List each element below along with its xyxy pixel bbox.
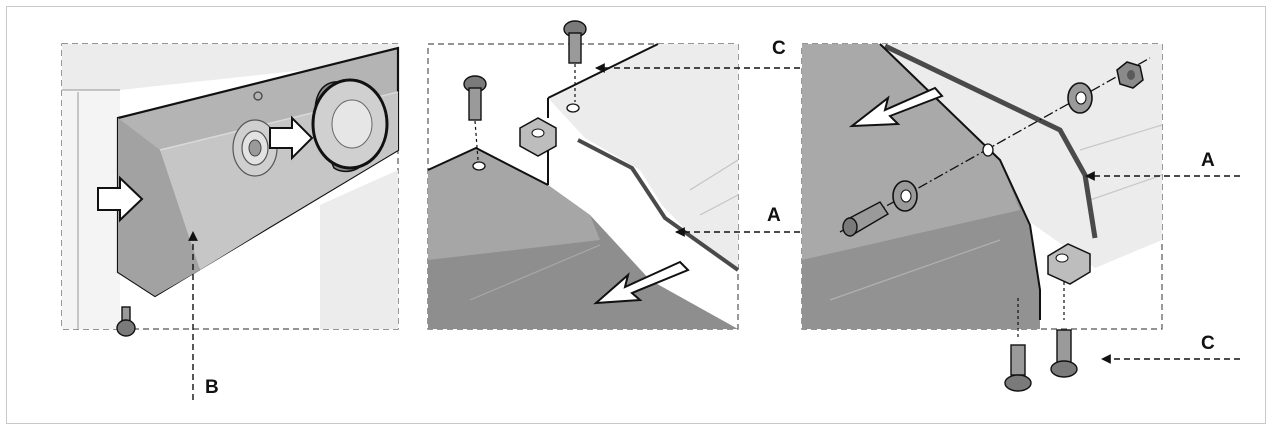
callout-a-middle-label: A	[767, 205, 781, 226]
right-bolt-hole-icon	[982, 143, 994, 157]
middle-gasket-strip	[577, 138, 740, 272]
middle-screw-hole-left-icon	[472, 161, 486, 171]
callout-b-label: B	[205, 377, 219, 398]
left-side-housing	[62, 90, 120, 329]
middle-top-screw-icon	[563, 20, 587, 102]
middle-left-screw-icon	[463, 75, 487, 161]
right-gasket-strip	[883, 43, 1098, 239]
right-detail-panel	[801, 43, 1163, 392]
middle-detail-panel	[427, 20, 740, 330]
right-screw-2-icon	[1050, 282, 1078, 378]
bolt-axis-line	[839, 57, 1151, 233]
right-remove-arrow-icon	[848, 86, 944, 128]
knob-icon	[311, 78, 389, 173]
callout-c-bottom-label: C	[1201, 333, 1215, 354]
washer-front-icon	[892, 180, 918, 212]
bolt-icon	[842, 201, 889, 237]
right-screw-1-icon	[1004, 298, 1032, 392]
middle-remove-arrow-icon	[593, 260, 690, 305]
middle-upper-housing	[548, 44, 738, 270]
middle-screw-hole-top-icon	[566, 103, 580, 113]
left-top-housing	[62, 44, 398, 90]
washer-back-icon	[1067, 82, 1093, 114]
right-bracket-icon	[1047, 243, 1091, 285]
left-detail-panel	[61, 43, 400, 400]
knob-mount-icon	[232, 119, 278, 177]
middle-bracket-icon	[519, 98, 557, 185]
callout-c-top-label: C	[772, 38, 786, 59]
panel-push-arrow-icon	[97, 175, 144, 223]
left-screw-icon	[116, 306, 136, 337]
nut-icon	[1116, 61, 1144, 89]
diagram-frame	[6, 6, 1266, 424]
left-screw-hole-icon	[253, 91, 263, 101]
callout-a-right-label: A	[1201, 150, 1215, 171]
knob-insert-arrow-icon	[269, 115, 314, 161]
